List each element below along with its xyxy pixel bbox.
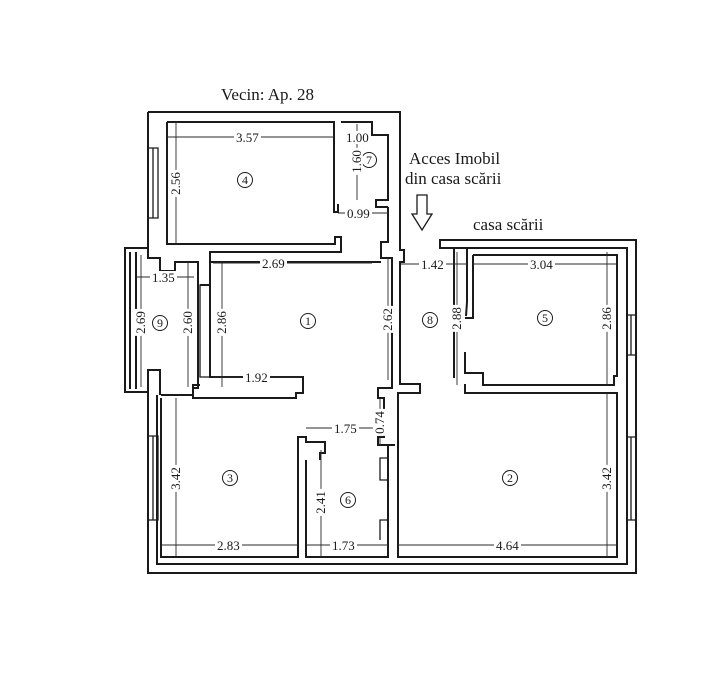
- window-room-1: [199, 284, 211, 378]
- room-4-number: 4: [237, 172, 253, 188]
- neighbor-label: Vecin: Ap. 28: [221, 85, 315, 104]
- room-6-niche: [379, 457, 388, 540]
- dim-room9-height-inner: 2.60: [179, 309, 195, 336]
- dim-room1-width-bottom: 1.92: [243, 370, 270, 385]
- entry-wall: [397, 142, 618, 558]
- dim-room3-height: 3.42: [167, 465, 183, 492]
- dim-room7-width-top: 1.00: [344, 130, 371, 145]
- room-1-number: 1: [300, 313, 316, 329]
- dim-room7-width-bottom: 0.99: [345, 206, 372, 221]
- dim-room5-height: 2.86: [598, 305, 614, 332]
- outer-wall: [124, 111, 637, 574]
- dim-hall-height: 2.62: [379, 306, 395, 333]
- dim-room6-width-top: 1.75: [332, 421, 359, 436]
- room-2-number: 2: [502, 470, 518, 486]
- stairwell-label: casa scării: [473, 215, 544, 234]
- window-room-4: [148, 147, 159, 219]
- dim-room4-height: 2.56: [167, 170, 183, 197]
- dim-room5-width: 3.04: [528, 257, 555, 272]
- room-3-walls: [160, 394, 389, 558]
- room-4-walls: [166, 121, 342, 286]
- entry-arrow-icon: [411, 194, 433, 232]
- room-5-number: 5: [537, 310, 553, 326]
- room-6-number: 6: [340, 492, 356, 508]
- hall-left-wall: [377, 207, 395, 446]
- room-9-number: 9: [152, 315, 168, 331]
- dim-room4-width: 3.57: [234, 130, 261, 145]
- dim-room2-width: 4.64: [494, 538, 521, 553]
- access-label-line1: Acces Imobil: [409, 149, 501, 168]
- access-label-line2: din casa scării: [405, 169, 502, 188]
- dim-room3-width: 2.83: [215, 538, 242, 553]
- window-room-5: [627, 314, 637, 356]
- dim-room8-height: 2.88: [448, 305, 464, 332]
- dim-room9-height-outer: 2.69: [132, 309, 148, 336]
- dim-room6-height: 2.41: [312, 489, 328, 516]
- room-7-walls: [341, 121, 389, 208]
- room-3-number: 3: [222, 470, 238, 486]
- dim-room9-width: 1.35: [150, 270, 177, 285]
- room-8-number: 8: [422, 312, 438, 328]
- dim-room8-width: 1.42: [419, 257, 446, 272]
- window-room-2: [627, 436, 637, 521]
- dim-room2-height: 3.42: [598, 465, 614, 492]
- dim-room6-gap: 0.74: [371, 409, 387, 436]
- window-room-3: [148, 435, 159, 521]
- dim-room1-height: 2.86: [213, 309, 229, 336]
- dim-room7-height: 1.60: [348, 148, 364, 175]
- dim-room6-width-bottom: 1.73: [330, 538, 357, 553]
- dim-room1-width-top: 2.69: [260, 256, 287, 271]
